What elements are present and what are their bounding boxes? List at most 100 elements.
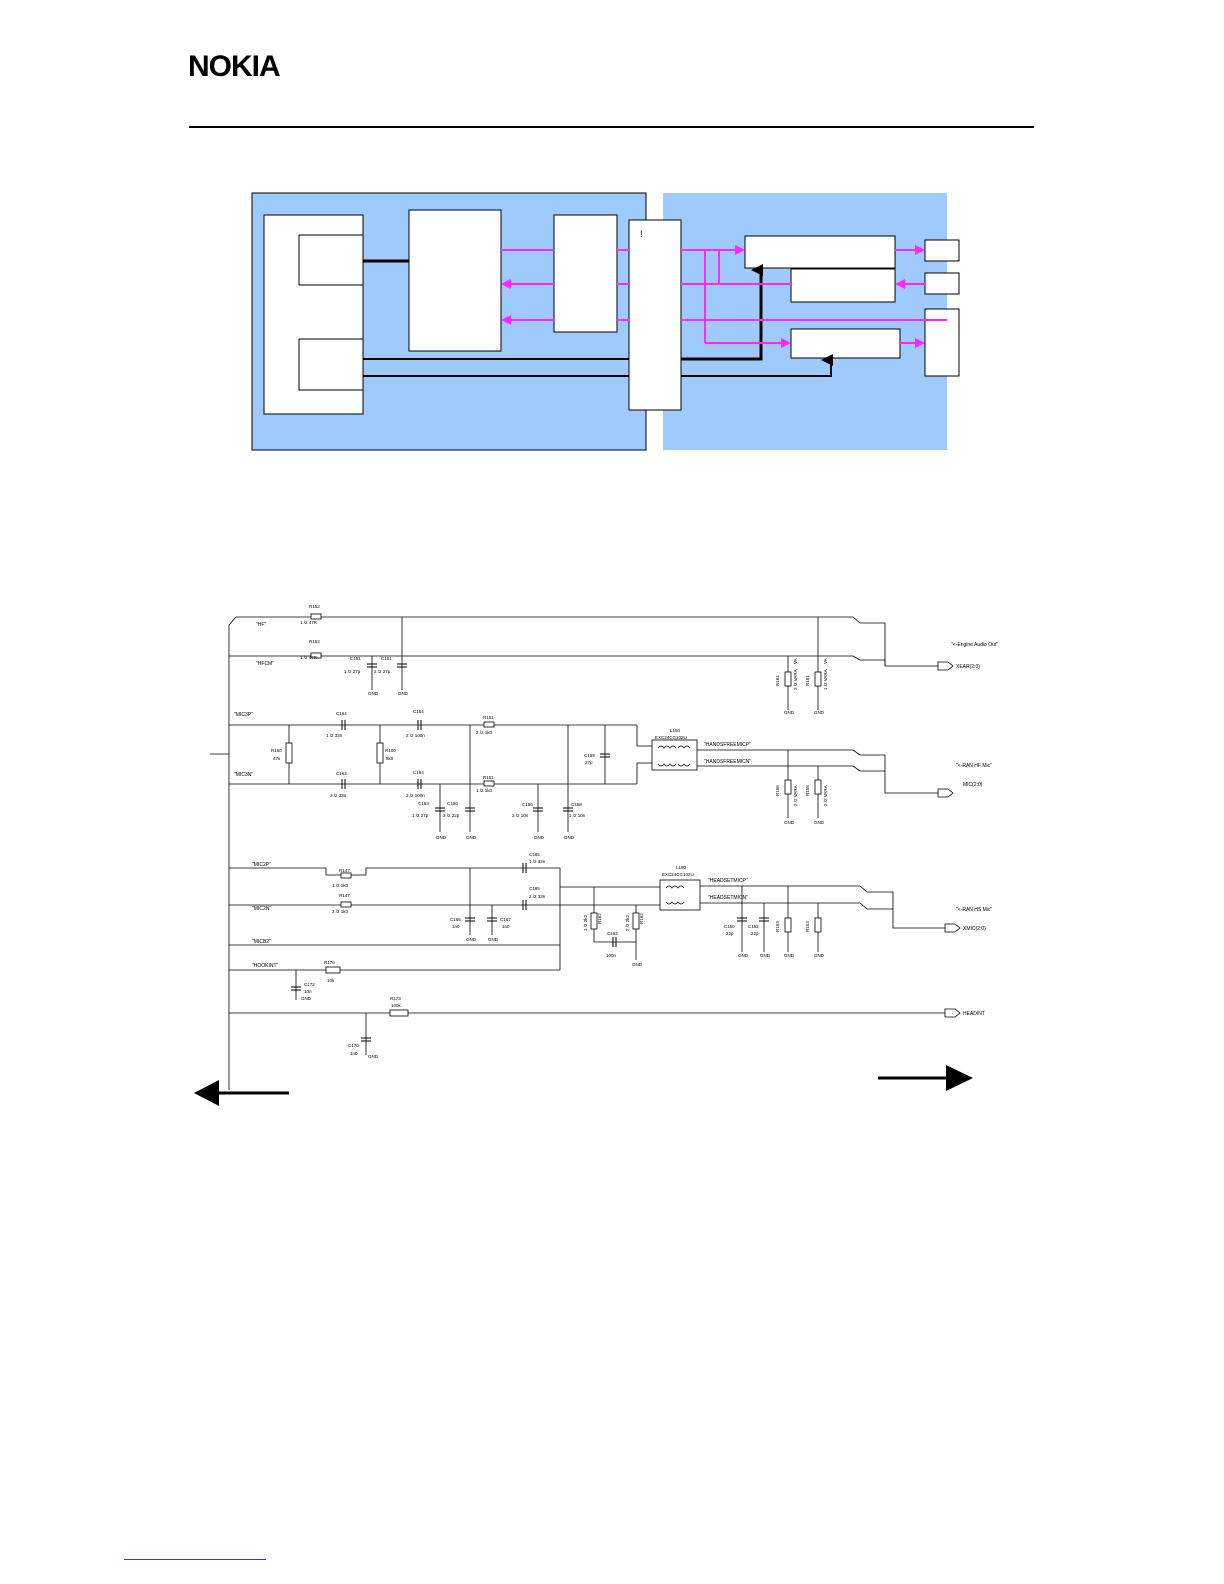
- low-right-block: [790, 328, 901, 359]
- part-value: 2 /2 2k2: [625, 914, 630, 931]
- part-ref: C156: [522, 802, 533, 807]
- part-value: 10k: [327, 978, 335, 983]
- part-value: 2 /2 33n: [330, 793, 347, 798]
- port-headint: HEADINT: [963, 1011, 985, 1017]
- part-value: 2 /2 33n: [529, 894, 546, 899]
- mux-block: [628, 219, 682, 411]
- part-value: 2 /2 VARA: [793, 669, 798, 690]
- part-value: 1 /2 1k0: [332, 883, 349, 888]
- top-right-block: [744, 235, 896, 269]
- wire-control-2: [681, 354, 833, 377]
- part-value: 2 /2 22p: [443, 813, 460, 818]
- gnd-label: GND: [760, 953, 771, 958]
- part-ref: R152: [309, 639, 320, 644]
- part-ref: R151: [483, 715, 494, 720]
- part-value: 2 /2 VARA: [793, 785, 798, 806]
- gnd-label: GND: [632, 962, 643, 967]
- nokia-logo: NOKIA: [188, 50, 281, 82]
- net-mic3p: "MIC3P": [234, 712, 253, 718]
- part-ref: C170: [348, 1043, 359, 1048]
- footer-link-underline[interactable]: [124, 1559, 266, 1560]
- part-ref: C150: [447, 801, 458, 806]
- interface-block: [553, 214, 618, 333]
- part-ref: R176: [324, 960, 335, 965]
- part-value: 2 /2 27p: [374, 669, 391, 674]
- net-mic3n: "MIC3N": [234, 772, 253, 778]
- part-ref: R160: [271, 748, 282, 753]
- gnd-label: GND: [784, 820, 795, 825]
- left-top-block: [298, 234, 364, 286]
- net-hookint: "HOOKINT": [252, 963, 279, 969]
- part-ref: C166: [450, 917, 461, 922]
- part-ref: C150: [724, 924, 735, 929]
- part-ref: C152: [748, 924, 759, 929]
- part-value: 1 /2 33n: [529, 859, 546, 864]
- port-mic: MIC(2:0): [963, 782, 983, 788]
- net-handsfreemicp: "HANDSFREEMICP": [704, 742, 751, 748]
- wire-control-1: [681, 264, 763, 361]
- gnd-label: GND: [466, 937, 477, 942]
- part-value: EXC24CG102U: [655, 735, 687, 740]
- part-ref: R147: [339, 868, 350, 873]
- part-ref: R151: [483, 775, 494, 780]
- part-value: VA: [823, 658, 828, 664]
- part-value: 8k0: [386, 756, 394, 761]
- part-value: 1 /2 1k0: [476, 788, 493, 793]
- gnd-label: GND: [564, 835, 575, 840]
- port-rah-hf-mic: "<-RAN HF Mic": [956, 763, 992, 769]
- gnd-label: GND: [534, 835, 545, 840]
- gnd-label: GND: [784, 710, 795, 715]
- part-ref: C153: [418, 801, 429, 806]
- gnd-label: GND: [738, 953, 749, 958]
- part-ref: R161: [775, 675, 780, 686]
- part-ref: L150: [670, 728, 681, 733]
- net-mic2p: "MIC2P": [252, 862, 271, 868]
- part-ref: R162: [639, 913, 644, 924]
- part-ref: R100: [385, 748, 396, 753]
- nokia-logo-text: NOKIA: [188, 50, 280, 82]
- part-ref: R153: [775, 921, 780, 932]
- part-value: 2 /2 100n: [406, 793, 425, 798]
- part-ref: C167: [500, 917, 511, 922]
- part-value: 2 /2 1k0: [332, 909, 349, 914]
- net-headsetmicp: "HEADSETMICP": [708, 878, 748, 884]
- net-micb2: "MICB2": [252, 939, 271, 945]
- gnd-label: GND: [368, 691, 379, 696]
- part-ref: C154: [413, 770, 424, 775]
- part-value: 1n0: [452, 924, 460, 929]
- part-value: 1 /2 VARA: [823, 669, 828, 690]
- part-ref: R152: [309, 604, 320, 609]
- part-ref: C151: [381, 656, 392, 661]
- gnd-label: GND: [398, 691, 409, 696]
- part-ref: C158: [571, 802, 582, 807]
- net-hfcm: "HFCM": [256, 661, 274, 667]
- part-ref: R162: [597, 913, 602, 924]
- left-arrow: [194, 1080, 289, 1106]
- part-ref: C163: [607, 931, 618, 936]
- net-handsfreemicn: "HANDSFREEMICN": [704, 759, 751, 765]
- part-value: 2 /2 1k0: [476, 730, 493, 735]
- part-value: 22p: [726, 931, 734, 936]
- part-value: 1 /2 33n: [326, 733, 343, 738]
- port-engine-audio-out: "<-Engine Audio Out": [951, 642, 998, 648]
- left-bottom-block: [298, 338, 364, 391]
- gnd-label: GND: [301, 996, 312, 1001]
- part-value: VA: [793, 658, 798, 664]
- part-value: 27p: [585, 760, 593, 765]
- gnd-label: GND: [488, 937, 499, 942]
- part-value: 1 /2 27p: [344, 669, 361, 674]
- part-value: 100n: [606, 953, 617, 958]
- net-mic2n: "MIC2N": [252, 906, 271, 912]
- gnd-label: GND: [814, 710, 825, 715]
- part-ref: R147: [339, 893, 350, 898]
- part-value: 1 /2 10n: [569, 813, 586, 818]
- part-ref: R161: [805, 675, 810, 686]
- part-value: 1 /2 27p: [412, 813, 429, 818]
- port-xmic: XMIC(2:0): [963, 926, 986, 932]
- part-ref: R153: [805, 921, 810, 932]
- gnd-label: GND: [368, 1054, 379, 1059]
- gnd-label: GND: [784, 953, 795, 958]
- part-ref: L180: [676, 865, 687, 870]
- part-value: 100k: [391, 1003, 402, 1008]
- part-ref: C164: [336, 771, 347, 776]
